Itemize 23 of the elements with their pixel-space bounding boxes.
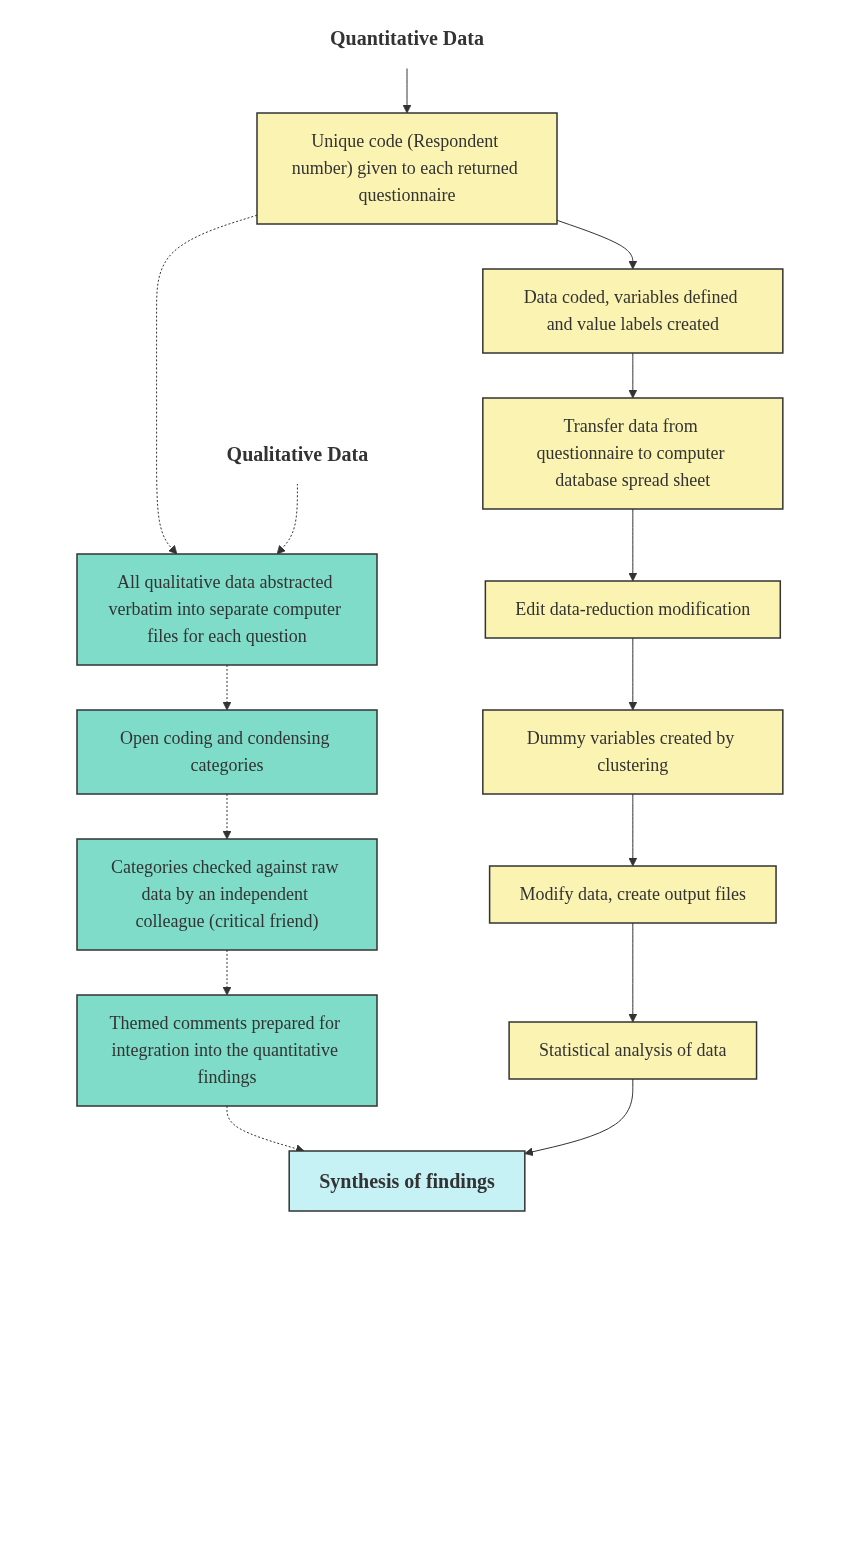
node-box: All qualitative data abstracted verbatim into separate computer files for each question	[75, 553, 378, 666]
node-box: Transfer data from questionnaire to computer database spread sheet	[481, 397, 784, 510]
node-box: Data coded, variables defined and value labels created	[481, 268, 784, 354]
arrow	[628, 793, 637, 867]
arrow	[628, 922, 637, 1023]
arrow	[276, 483, 298, 555]
arrow	[628, 637, 637, 711]
node-box: Synthesis of findings	[288, 1150, 526, 1212]
arrow	[556, 219, 637, 270]
node-box: Unique code (Respondent number) given to each returned questionnaire	[255, 112, 558, 225]
node-box: Edit data-reduction modification	[484, 580, 781, 639]
arrow	[402, 67, 411, 114]
node-box: Categories checked against raw data by an independent colleague (critical friend)	[75, 838, 378, 951]
node-box: Themed comments prepared for integration into the quantitative findings	[75, 994, 378, 1107]
arrow	[524, 1078, 633, 1157]
node-text: Quantitative Data	[329, 27, 484, 49]
node-box: Statistical analysis of data	[507, 1021, 757, 1080]
node-box: Dummy variables created by clustering	[481, 709, 784, 795]
arrow	[628, 352, 637, 399]
node-box: Modify data, create output files	[488, 865, 777, 924]
arrow	[628, 508, 637, 582]
node-box: Open coding and condensing categories	[75, 709, 378, 795]
node-text: Qualitative Data	[226, 442, 368, 465]
